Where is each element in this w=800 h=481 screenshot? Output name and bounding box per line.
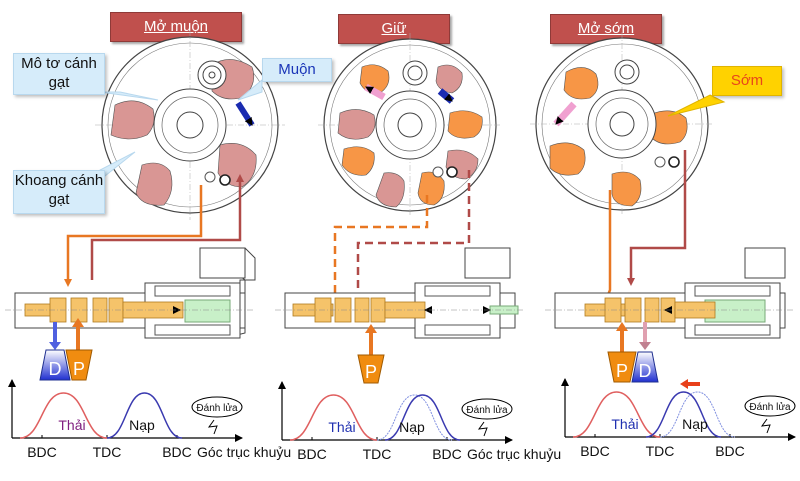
intake-curve-original	[659, 391, 736, 438]
ignition-bubble	[461, 398, 513, 420]
rotor-hold	[318, 33, 502, 217]
x-axis-label: Góc trục khuỷu	[197, 444, 291, 460]
blue-arrow-hold	[437, 88, 455, 104]
ignition-label: Đánh lửa	[466, 404, 508, 416]
tick-label-bdc: BDC	[297, 446, 327, 462]
rotation-arrow-late	[235, 101, 255, 127]
intake-curve-shifted	[645, 391, 722, 438]
spark-icon	[477, 421, 488, 437]
ports-late: D P	[39, 318, 93, 381]
pink-arrow-early	[553, 101, 577, 127]
solenoid-valve-early	[545, 247, 795, 339]
intake-curve	[106, 392, 183, 439]
ports-hold: P	[357, 324, 385, 384]
port-pressure-hold: P	[365, 362, 377, 382]
callout-vane-chamber: Khoang cánh gạt	[13, 170, 105, 214]
spark-icon	[207, 419, 218, 435]
tick-label-bdc: BDC	[162, 444, 192, 460]
spark-icon	[760, 418, 771, 434]
exhaust-curve	[572, 391, 661, 438]
ignition-label: Đánh lửa	[749, 401, 791, 413]
callout-vane-motor: Mô tơ cánh gạt	[13, 53, 105, 95]
tick-label-bdc: BDC	[580, 443, 610, 459]
oil-lines-late	[64, 174, 244, 287]
tick-label-bdc: BDC	[27, 444, 57, 460]
intake-label: Nạp	[682, 416, 708, 432]
ports-early: P D	[607, 322, 659, 383]
pink-arrow-hold	[364, 83, 386, 101]
ignition-label: Đánh lửa	[196, 402, 238, 414]
ignition-bubble	[191, 396, 243, 418]
ignition-bubble	[744, 395, 796, 417]
callout-late: Muộn	[262, 58, 332, 82]
title-late-opening: Mở muộn	[110, 12, 242, 42]
port-drain-early: D	[639, 361, 652, 381]
intake-label: Nạp	[399, 419, 425, 435]
tick-label-tdc: TDC	[646, 443, 675, 459]
tick-label-tdc: TDC	[363, 446, 392, 462]
solenoid-valve-late	[5, 247, 256, 339]
exhaust-label: Thải	[58, 417, 85, 433]
intake-curve-original	[376, 394, 453, 441]
solenoid-valve-hold	[275, 247, 525, 339]
rotor-early	[530, 32, 714, 216]
callout-pointers	[99, 78, 726, 182]
advance-arrow-icon	[680, 379, 700, 389]
intake-curve-shifted	[384, 394, 461, 441]
rotor-late	[95, 30, 285, 220]
x-axis-label: Góc trục khuỷu	[467, 446, 561, 462]
tick-label-bdc: BDC	[715, 443, 745, 459]
tick-label-bdc: BDC	[432, 446, 462, 462]
tick-label-tdc: TDC	[93, 444, 122, 460]
port-drain-late: D	[49, 359, 62, 379]
exhaust-label: Thải	[328, 419, 355, 435]
intake-label: Nạp	[129, 417, 155, 433]
port-pressure-early: P	[616, 361, 628, 381]
exhaust-curve	[289, 394, 378, 441]
callout-early: Sớm	[712, 66, 782, 96]
port-pressure-late: P	[73, 359, 85, 379]
exhaust-label: Thải	[611, 416, 638, 432]
exhaust-curve	[19, 392, 108, 439]
oil-lines-hold	[333, 170, 471, 293]
